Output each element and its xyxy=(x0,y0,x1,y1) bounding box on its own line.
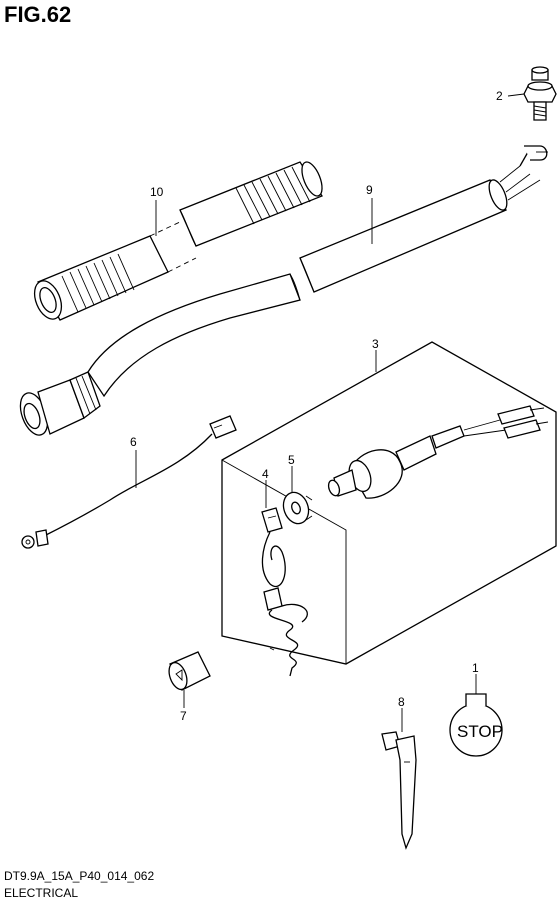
callout-10: 10 xyxy=(150,185,164,199)
callout-9: 9 xyxy=(366,183,373,197)
callout-5: 5 xyxy=(288,453,295,467)
callout-7: 7 xyxy=(180,709,187,723)
part-8-cable-tie[interactable] xyxy=(381,731,417,850)
part-9-wire-harness[interactable] xyxy=(15,145,548,439)
part-2-bolt[interactable] xyxy=(523,66,557,121)
callout-2: 2 xyxy=(496,89,503,103)
part-10-corrugated-tube[interactable] xyxy=(29,159,326,323)
part-1-stop-plate[interactable]: STOP xyxy=(449,693,503,757)
callout-4: 4 xyxy=(262,467,269,481)
part-4-lanyard-clip[interactable] xyxy=(261,507,308,677)
part-3-stop-switch-assy[interactable] xyxy=(221,341,557,665)
stop-label: STOP xyxy=(457,722,503,741)
callout-6: 6 xyxy=(130,435,137,449)
drawing-code: DT9.9A_15A_P40_014_062 xyxy=(4,869,155,883)
part-6-lead-wire[interactable] xyxy=(21,415,237,549)
part-7-grommet[interactable] xyxy=(166,651,211,692)
part-5-washer[interactable] xyxy=(279,489,313,527)
section-name: ELECTRICAL xyxy=(4,886,79,900)
figure-title: FIG.62 xyxy=(4,2,72,27)
callout-3: 3 xyxy=(372,337,379,351)
callout-1: 1 xyxy=(472,661,479,675)
callout-8: 8 xyxy=(398,695,405,709)
